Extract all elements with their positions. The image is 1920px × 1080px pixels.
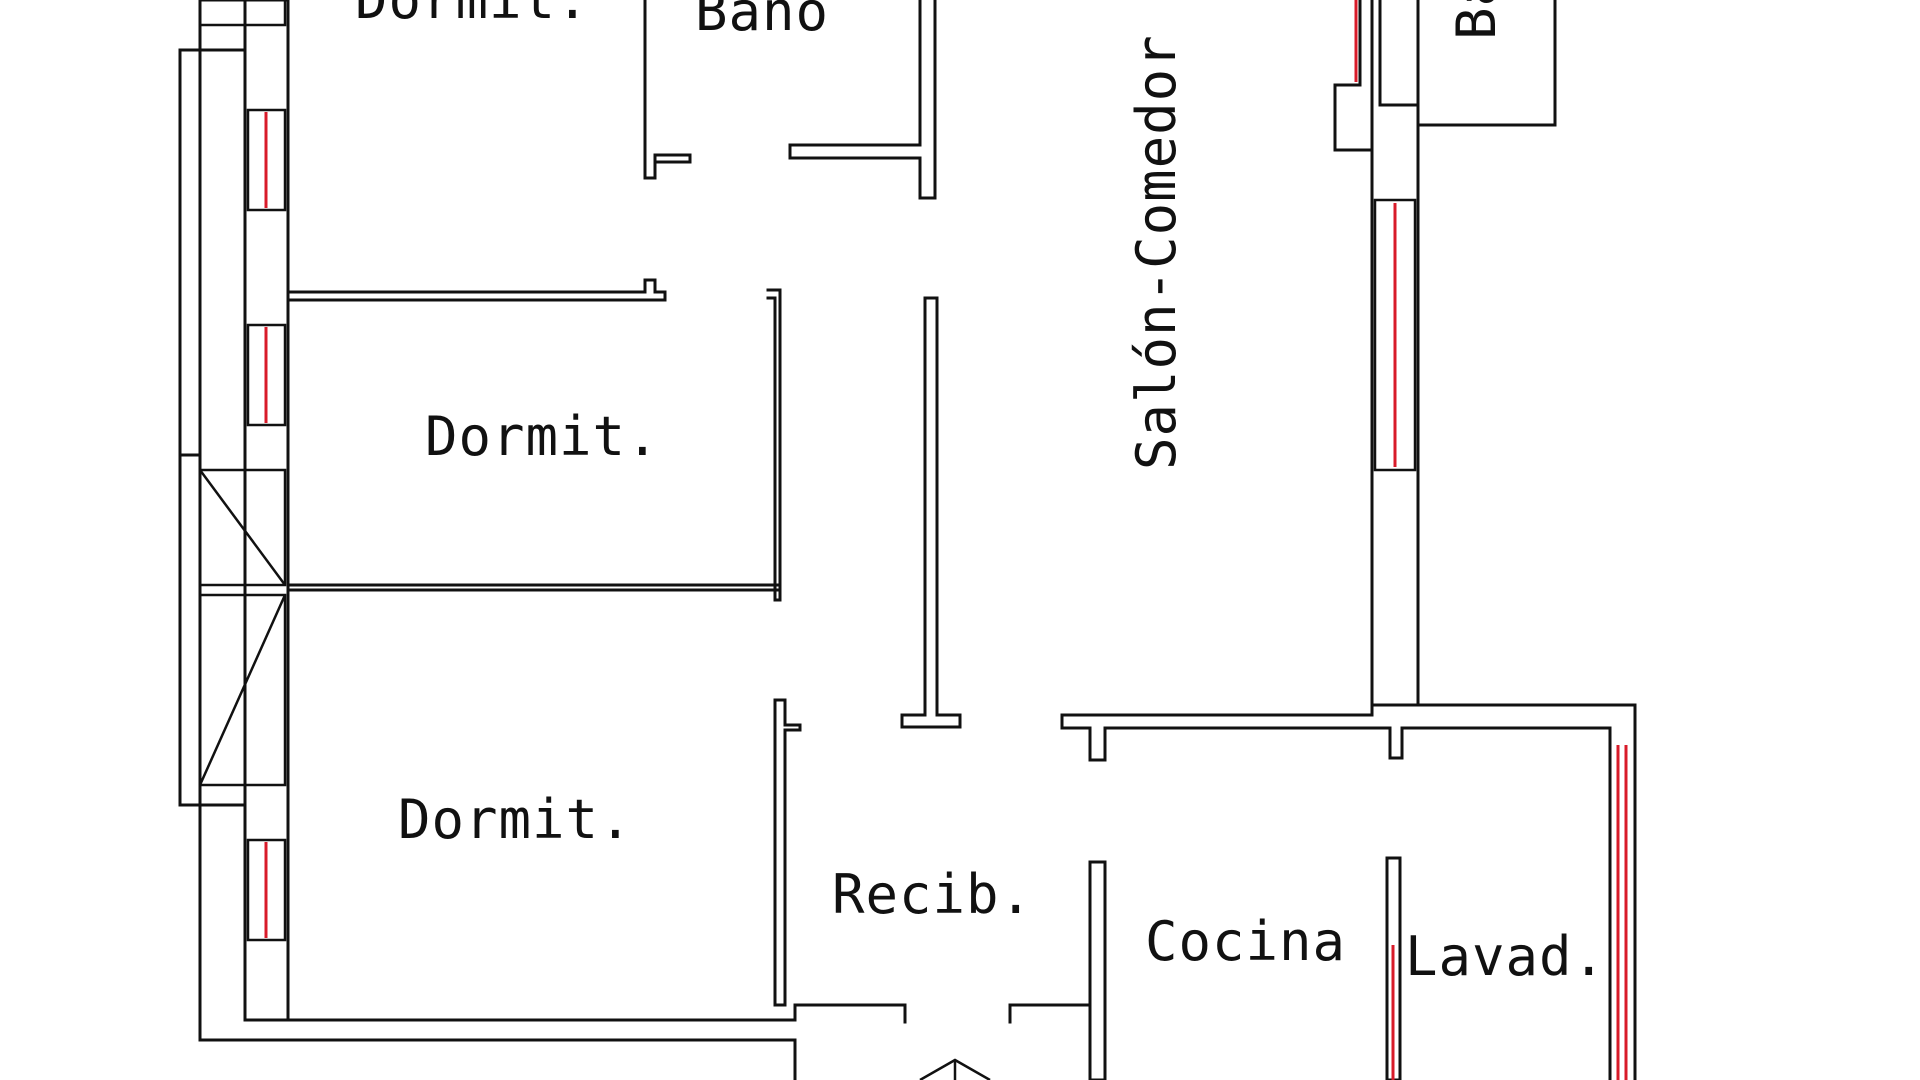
top-left-closet: [198, 0, 287, 27]
kitchen-left-wall: [1088, 860, 1107, 1080]
central-partition: [900, 296, 962, 729]
wardrobe-upper: [198, 468, 287, 587]
room-label-lavadero: Lavad.: [1405, 925, 1606, 988]
room-label-recibidor: Recib.: [832, 863, 1033, 926]
room-label-cocina: Cocina: [1145, 910, 1346, 973]
room-label-dormit-bottom: Dormit.: [398, 788, 633, 851]
room-label-dormit-middle: Dormit.: [425, 405, 660, 468]
bedroom-divider-middle: [286, 288, 782, 602]
room-label-bano-right: Baño: [1445, 0, 1508, 40]
bathroom-right-walls: [1333, 0, 1557, 152]
right-windows: [1354, 0, 1628, 1080]
entrance-arrow-icon: [919, 1058, 991, 1080]
room-label-bano-top: Baño: [695, 0, 829, 43]
bathroom-top-walls: [643, 0, 937, 200]
left-windows: [246, 108, 287, 942]
room-label-dormit-top: Dormit.: [355, 0, 590, 31]
wardrobe-lower: [198, 593, 287, 787]
left-exterior-wall: [178, 0, 1092, 1080]
laundry-divider: [1385, 856, 1402, 1080]
room-label-salon-comedor: Salón-Comedor: [1125, 34, 1188, 470]
bedroom-divider-top: [286, 278, 667, 302]
bedroom-bottom-door-jamb: [773, 698, 802, 1007]
kitchen-top-wall: [1060, 0, 1637, 1080]
